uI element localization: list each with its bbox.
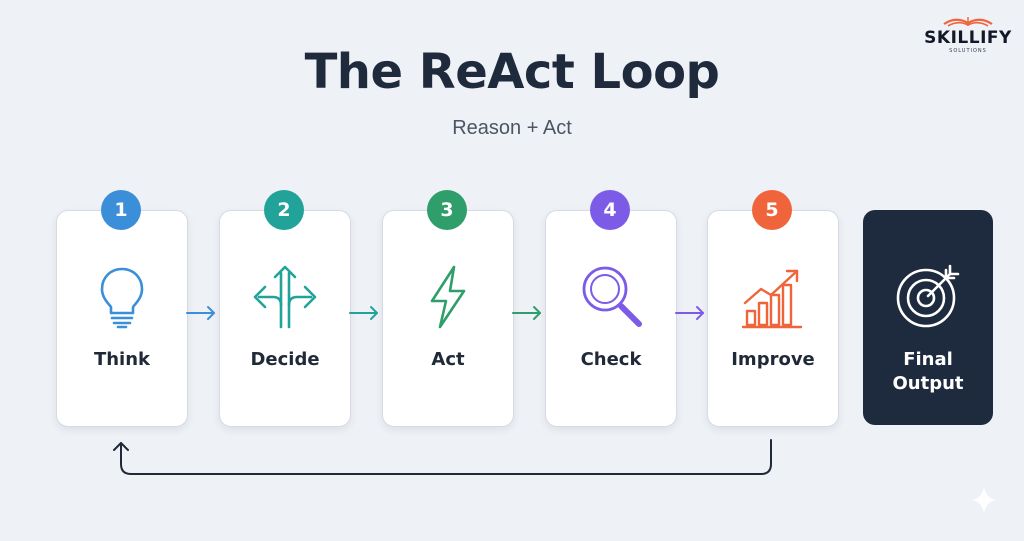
- step-label: Improve: [731, 349, 815, 370]
- sparkle-icon: [972, 486, 996, 514]
- step-label: Decide: [250, 349, 320, 370]
- step-number-badge: 4: [590, 190, 630, 230]
- page-title: The ReAct Loop: [304, 44, 720, 100]
- step-label: Act: [431, 349, 465, 370]
- final-output-card: Final Output: [863, 210, 993, 425]
- step-label: Think: [93, 349, 151, 370]
- loop-back-arrow: [113, 439, 772, 475]
- lightning-icon: [430, 265, 466, 329]
- final-output-label: Final Output: [892, 349, 964, 394]
- target-icon: [896, 264, 960, 328]
- step-card-decide: Decide: [219, 210, 351, 427]
- step-card-act: Act: [382, 210, 514, 427]
- page-subtitle: Reason + Act: [452, 117, 572, 139]
- arrow-right-icon: [186, 306, 215, 320]
- arrows-split-icon: [253, 265, 317, 329]
- lightbulb-icon: [100, 267, 144, 329]
- step-card-check: Check: [545, 210, 677, 427]
- book-icon: [943, 17, 993, 27]
- step-number-badge: 1: [101, 190, 141, 230]
- arrow-right-icon: [349, 306, 378, 320]
- step-label: Check: [580, 349, 642, 370]
- brand-tagline: SOLUTIONS: [949, 48, 987, 54]
- step-number-badge: 3: [427, 190, 467, 230]
- step-number-badge: 2: [264, 190, 304, 230]
- magnifier-icon: [582, 266, 642, 327]
- growth-chart-icon: [741, 269, 803, 329]
- step-card-think: Think: [56, 210, 188, 427]
- step-number-badge: 5: [752, 190, 792, 230]
- brand-logo: SKILLIFY SOLUTIONS: [922, 14, 1014, 56]
- step-card-improve: Improve: [707, 210, 839, 427]
- brand-name: SKILLIFY: [924, 28, 1012, 48]
- arrow-right-icon: [675, 306, 704, 320]
- arrow-right-icon: [512, 306, 541, 320]
